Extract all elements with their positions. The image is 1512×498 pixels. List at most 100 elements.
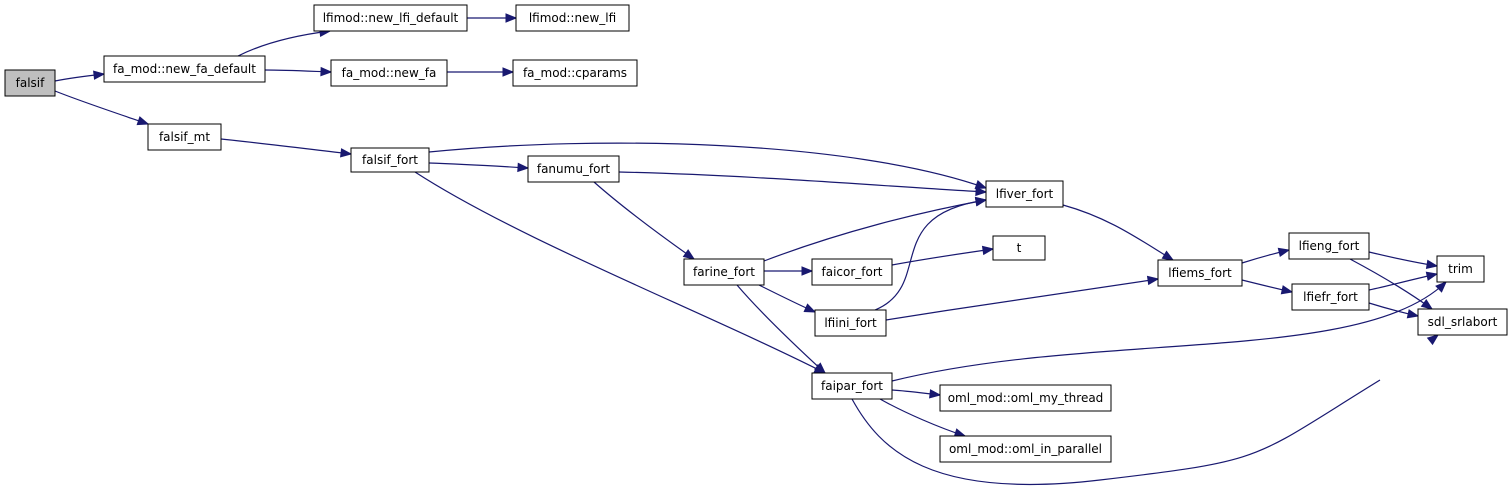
- node-label-trim: trim: [1448, 262, 1473, 276]
- arrowhead-falsif-to-falsif_mt: [136, 116, 150, 126]
- node-sdl_srlabort[interactable]: sdl_srlabort: [1417, 308, 1508, 336]
- node-box-lfimod_new_lfi[interactable]: [515, 4, 630, 32]
- node-fa_new_fa[interactable]: fa_mod::new_fa: [330, 59, 448, 87]
- node-box-farine_fort[interactable]: [683, 258, 765, 286]
- node-trim[interactable]: trim: [1436, 255, 1485, 283]
- node-lfiini_fort[interactable]: lfiini_fort: [814, 309, 887, 337]
- node-t[interactable]: t: [992, 235, 1046, 261]
- node-label-sdl_srlabort: sdl_srlabort: [1428, 315, 1498, 329]
- node-lfimod_new_lfi[interactable]: lfimod::new_lfi: [515, 4, 630, 32]
- node-fanumu_fort[interactable]: fanumu_fort: [527, 155, 620, 183]
- node-box-lfiver_fort[interactable]: [985, 180, 1064, 208]
- node-falsif_fort[interactable]: falsif_fort: [350, 147, 430, 173]
- arrowhead-lfieng_fort-to-trim: [1425, 259, 1439, 270]
- node-label-lfieng_fort: lfieng_fort: [1299, 239, 1360, 253]
- arrowhead-lfiver_fort-to-lfiems_fort: [1161, 250, 1175, 261]
- node-lfieng_fort[interactable]: lfieng_fort: [1288, 232, 1370, 260]
- node-label-lfimod_new_lfi_default: lfimod::new_lfi_default: [323, 11, 459, 25]
- node-label-falsif_fort: falsif_fort: [362, 153, 418, 167]
- node-box-oml_in_parallel[interactable]: [939, 435, 1112, 463]
- node-label-t: t: [1017, 241, 1022, 255]
- arrowhead-farine_fort-to-faipar_fort: [814, 362, 826, 374]
- node-label-faipar_fort: faipar_fort: [821, 379, 883, 393]
- arrowhead-faipar_fort-to-trim: [1435, 281, 1447, 293]
- node-label-lfiems_fort: lfiems_fort: [1168, 266, 1232, 280]
- node-box-sdl_srlabort[interactable]: [1417, 308, 1508, 336]
- arrowhead-fa_new_fa_default-to-fa_new_fa: [320, 66, 333, 77]
- edge-falsif_mt-to-falsif_fort: [220, 138, 352, 155]
- node-lfiems_fort[interactable]: lfiems_fort: [1157, 259, 1243, 287]
- node-box-fa_new_fa_default[interactable]: [103, 55, 266, 83]
- edge-fanumu_fort-to-farine_fort: [593, 181, 695, 260]
- node-oml_my_thread[interactable]: oml_mod::oml_my_thread: [939, 384, 1112, 412]
- arrowhead-lfiefr_fort-to-sdl_srlabort: [1406, 309, 1420, 319]
- arrowhead-fa_new_fa-to-fa_cparams: [502, 67, 515, 77]
- node-lfiefr_fort[interactable]: lfiefr_fort: [1291, 283, 1370, 311]
- node-box-fanumu_fort[interactable]: [527, 155, 620, 183]
- node-box-falsif_fort[interactable]: [350, 147, 430, 173]
- node-faicor_fort[interactable]: faicor_fort: [811, 258, 893, 286]
- node-label-fa_new_fa_default: fa_mod::new_fa_default: [113, 62, 256, 76]
- node-box-falsif_mt[interactable]: [147, 123, 222, 151]
- node-box-lfiems_fort[interactable]: [1157, 259, 1243, 287]
- node-fa_cparams[interactable]: fa_mod::cparams: [512, 59, 638, 87]
- node-lfiver_fort[interactable]: lfiver_fort: [985, 180, 1064, 208]
- arrowhead-lfiefr_fort-to-trim: [1425, 271, 1439, 281]
- edge-fanumu_fort-to-lfiver_fort: [618, 171, 987, 193]
- node-label-falsif: falsif: [16, 76, 45, 90]
- edge-faipar_fort-to-trim: [891, 281, 1447, 382]
- node-label-fa_new_fa: fa_mod::new_fa: [342, 66, 437, 80]
- arrowhead-farine_fort-to-faicor_fort: [801, 266, 814, 276]
- arrowhead-falsif_mt-to-falsif_fort: [340, 148, 353, 158]
- node-box-lfieng_fort[interactable]: [1288, 232, 1370, 260]
- node-farine_fort[interactable]: farine_fort: [683, 258, 765, 286]
- node-box-fa_new_fa[interactable]: [330, 59, 448, 87]
- arrowhead-falsif_fort-to-lfiver_fort: [974, 180, 988, 189]
- node-label-falsif_mt: falsif_mt: [159, 130, 210, 144]
- node-label-lfimod_new_lfi: lfimod::new_lfi: [529, 11, 616, 25]
- arrowhead-lfiini_fort-to-lfiver_fort: [974, 196, 988, 207]
- node-box-oml_my_thread[interactable]: [939, 384, 1112, 412]
- arrowhead-faipar_fort-to-oml_my_thread: [929, 389, 942, 399]
- node-box-faicor_fort[interactable]: [811, 258, 893, 286]
- node-label-lfiefr_fort: lfiefr_fort: [1303, 290, 1358, 304]
- node-box-falsif[interactable]: [4, 69, 56, 97]
- edge-falsif_fort-to-lfiver_fort: [428, 142, 987, 189]
- node-falsif_mt[interactable]: falsif_mt: [147, 123, 222, 151]
- node-box-t[interactable]: [992, 235, 1046, 261]
- edge-farine_fort-to-faipar_fort: [736, 284, 826, 374]
- edge-farine_fort-to-lfiver_fort: [763, 199, 987, 262]
- arrowhead-lfiems_fort-to-lfieng_fort: [1277, 247, 1291, 258]
- node-label-lfiver_fort: lfiver_fort: [996, 187, 1054, 201]
- node-fa_new_fa_default[interactable]: fa_mod::new_fa_default: [103, 55, 266, 83]
- node-label-fanumu_fort: fanumu_fort: [537, 162, 611, 176]
- node-box-lfiini_fort[interactable]: [814, 309, 887, 337]
- node-label-lfiini_fort: lfiini_fort: [824, 316, 877, 330]
- node-label-fa_cparams: fa_mod::cparams: [523, 66, 627, 80]
- node-box-lfimod_new_lfi_default[interactable]: [313, 4, 468, 32]
- edge-faicor_fort-to-t: [891, 248, 994, 266]
- arrowhead-fanumu_fort-to-lfiver_fort: [975, 186, 988, 197]
- node-falsif[interactable]: falsif: [4, 69, 56, 97]
- node-box-trim[interactable]: [1436, 255, 1485, 283]
- edge-faipar_fort-to-sdl_srlabort: [851, 379, 1381, 486]
- node-lfimod_new_lfi_default[interactable]: lfimod::new_lfi_default: [313, 4, 468, 32]
- arrowhead-falsif-to-fa_new_fa_default: [93, 70, 106, 80]
- arrowhead-fanumu_fort-to-farine_fort: [682, 249, 696, 260]
- edge-lfiini_fort-to-lfiems_fort: [885, 278, 1159, 321]
- arrowhead-lfiini_fort-to-lfiems_fort: [1146, 275, 1160, 286]
- node-label-oml_in_parallel: oml_mod::oml_in_parallel: [949, 442, 1102, 456]
- edges-layer: [54, 13, 1447, 486]
- node-oml_in_parallel[interactable]: oml_mod::oml_in_parallel: [939, 435, 1112, 463]
- arrowhead-lfimod_new_lfi_default-to-lfimod_new_lfi: [505, 13, 518, 23]
- arrowhead-farine_fort-to-lfiini_fort: [803, 303, 817, 313]
- arrowhead-lfieng_fort-to-sdl_srlabort: [1420, 298, 1434, 310]
- node-faipar_fort[interactable]: faipar_fort: [811, 372, 893, 400]
- edge-fa_new_fa_default-to-lfimod_new_lfi_default: [237, 30, 331, 57]
- node-label-oml_my_thread: oml_mod::oml_my_thread: [948, 391, 1104, 405]
- edge-falsif_fort-to-fanumu_fort: [428, 162, 529, 169]
- node-box-fa_cparams[interactable]: [512, 59, 638, 87]
- node-box-lfiefr_fort[interactable]: [1291, 283, 1370, 311]
- node-box-faipar_fort[interactable]: [811, 372, 893, 400]
